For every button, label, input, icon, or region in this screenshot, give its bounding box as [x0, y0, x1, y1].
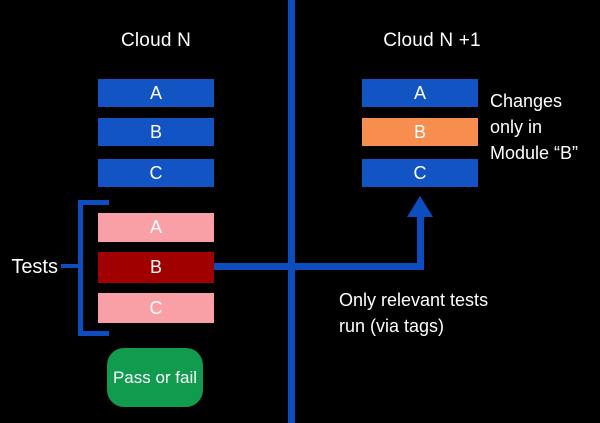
- right-module-a: A: [362, 79, 478, 107]
- tests-bracket-top: [78, 200, 109, 205]
- left-column-title: Cloud N: [120, 30, 192, 51]
- left-module-a: A: [98, 79, 214, 107]
- test-a: A: [98, 213, 214, 242]
- tests-label-connector: [61, 264, 78, 268]
- relevant-tests-note-line-2: run (via tags): [339, 316, 445, 336]
- changes-note-line-3: Module “B”: [490, 143, 579, 163]
- pass-or-fail-box: Pass or fail: [107, 348, 203, 407]
- test-c: C: [98, 293, 214, 323]
- relevant-tests-note: Only relevant tests run (via tags): [339, 287, 488, 339]
- relevant-tests-note-line-1: Only relevant tests: [339, 290, 489, 310]
- connector-vertical-line: [417, 214, 424, 270]
- connector-horizontal-line: [214, 263, 424, 270]
- cloud-divider-line: [288, 0, 295, 423]
- right-column-title: Cloud N +1: [383, 30, 481, 51]
- changes-note-line-1: Changes: [490, 91, 563, 111]
- tests-label: Tests: [11, 256, 58, 278]
- right-module-c: C: [362, 159, 478, 187]
- left-module-c: C: [98, 159, 214, 187]
- connector-arrowhead-up-icon: [407, 196, 433, 217]
- changes-note-line-2: only in: [490, 117, 543, 137]
- changes-note: Changes only in Module “B”: [490, 88, 578, 166]
- right-module-b-changed: B: [362, 118, 478, 146]
- tests-bracket-bottom: [78, 331, 109, 336]
- left-module-b: B: [98, 118, 214, 146]
- test-b-selected: B: [98, 252, 214, 283]
- tests-bracket-vertical: [78, 200, 83, 336]
